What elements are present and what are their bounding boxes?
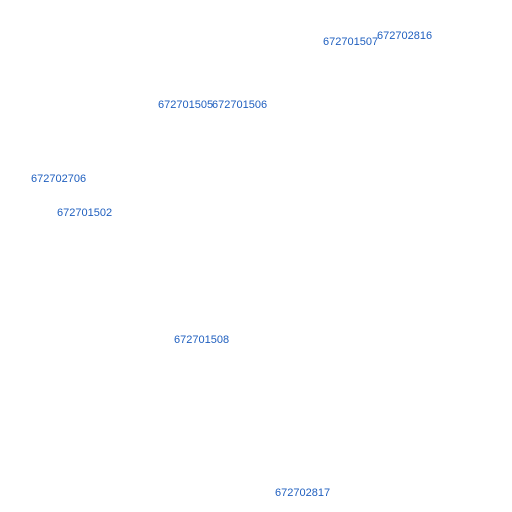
parcel-label[interactable]: 672701507 xyxy=(323,36,379,48)
parcel-label[interactable]: 672701502 xyxy=(57,207,113,219)
parcel-label[interactable]: 672702706 xyxy=(31,173,87,185)
parcel-label[interactable]: 672701505 xyxy=(158,99,214,111)
parcel-label[interactable]: 672702817 xyxy=(275,487,331,499)
parcel-label[interactable]: 672701508 xyxy=(174,334,230,346)
parcel-label[interactable]: 672702816 xyxy=(377,30,433,42)
parcel-label[interactable]: 672701506 xyxy=(212,99,268,111)
